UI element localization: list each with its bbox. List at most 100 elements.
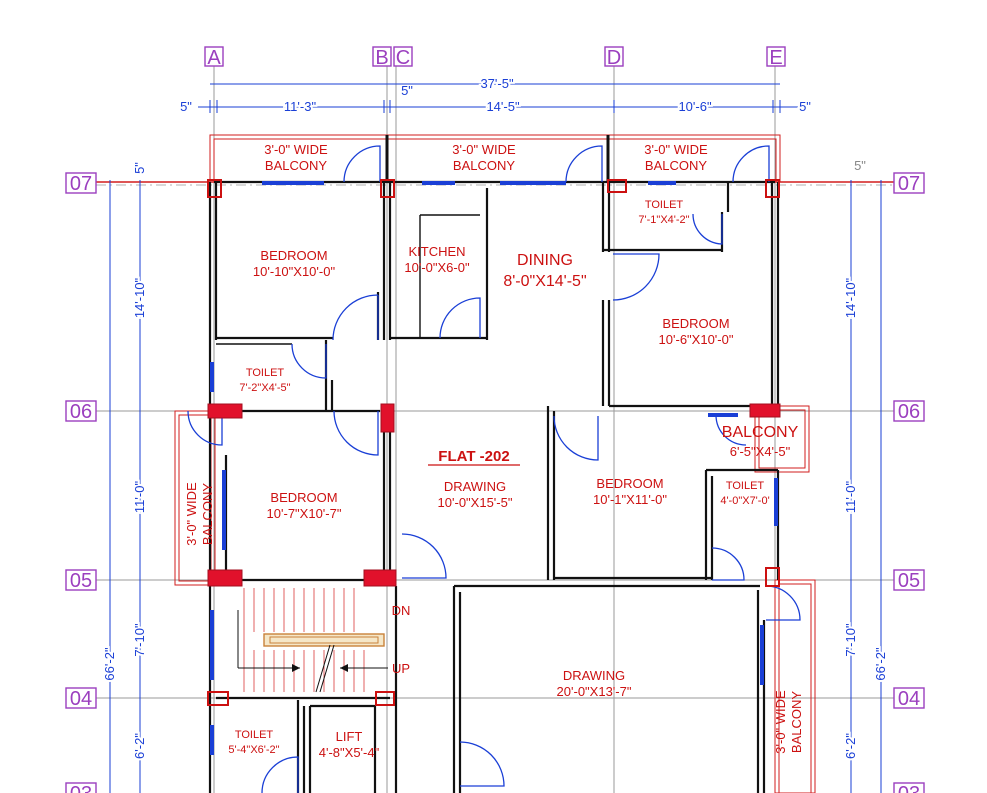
bubble-c xyxy=(393,46,413,67)
door-toilet-3 xyxy=(711,547,745,581)
left-overall-dim: 66'-2" xyxy=(102,647,117,681)
column-a07 xyxy=(207,179,222,198)
window-8 xyxy=(210,725,214,755)
flat-label: FLAT -202 xyxy=(438,448,509,465)
right-overall-dim: 66'-2" xyxy=(873,647,888,681)
bubble-06-right xyxy=(893,400,925,422)
side-dimensions: 14'-10" 11'-0" 7'-10" 6'-2" 66'-2" 5" 14… xyxy=(100,158,890,793)
window-11 xyxy=(708,413,738,417)
bedroom-4-name: BEDROOM xyxy=(596,476,663,491)
drawing-1-size: 10'-0"X15'-5" xyxy=(438,495,513,510)
bubble-03-right xyxy=(893,782,925,793)
door-right-balcony xyxy=(765,585,801,621)
column-c05 xyxy=(363,569,397,587)
bubble-03-left-label: 03 xyxy=(70,783,92,793)
balcony-3-line1: 3'-0" WIDE xyxy=(644,142,708,157)
windows xyxy=(210,181,778,755)
bubble-07-right xyxy=(893,172,925,194)
dim-seg-6: 5" xyxy=(799,99,811,114)
small-balcony-rect xyxy=(754,405,810,473)
dim-seg-3: 5" xyxy=(401,83,413,98)
balcony-3-line2: BALCONY xyxy=(645,158,707,173)
balcony-4-name: BALCONY xyxy=(722,424,799,441)
stair-arrowhead-2 xyxy=(292,664,300,672)
left-dim-2: 11'-0" xyxy=(132,481,147,514)
bubble-05-left xyxy=(65,569,97,591)
door-toilet-1 xyxy=(692,213,723,245)
bedroom-1-size: 10'-10"X10'-0" xyxy=(253,264,336,279)
window-10 xyxy=(760,625,764,685)
right-dim-1: 14'-10" xyxy=(843,277,858,318)
door-dining-bed2 xyxy=(612,253,660,301)
bedroom-3-name: BEDROOM xyxy=(270,490,337,505)
window-4 xyxy=(648,181,676,185)
bubble-04-left-label: 04 xyxy=(70,688,92,710)
drawing-2-size: 20'-0"X13'-7" xyxy=(557,684,632,699)
toilet-1-size: 7'-1"X4'-2" xyxy=(638,214,689,226)
columns xyxy=(207,179,781,706)
doors xyxy=(187,145,801,793)
kitchen-size: 10'-0"X6-0" xyxy=(404,260,470,275)
window-3 xyxy=(500,181,566,185)
toilet-4-size: 5'-4"X6'-2" xyxy=(228,744,279,756)
lift-name: LIFT xyxy=(336,729,363,744)
window-5 xyxy=(210,362,214,392)
dim-seg-2: 11'-3" xyxy=(284,99,317,114)
overall-width-dim: 37'-5" xyxy=(480,76,514,91)
toilet-3-name: TOILET xyxy=(726,480,765,492)
stair-break-line xyxy=(315,644,331,693)
bubble-05-right xyxy=(893,569,925,591)
column-e05 xyxy=(765,567,780,587)
balcony-2-line1: 3'-0" WIDE xyxy=(452,142,516,157)
door-toilet-4 xyxy=(261,756,299,793)
bubble-06-left-label: 06 xyxy=(70,401,92,423)
door-kitchen xyxy=(439,297,481,339)
toilet-2-size: 7'-2"X4'-5" xyxy=(239,382,290,394)
toilet-4-name: TOILET xyxy=(235,729,274,741)
column-a06 xyxy=(207,403,243,419)
window-7 xyxy=(210,610,214,680)
stair-landing-rail-inner xyxy=(269,636,379,644)
dim-seg-4: 14'-5" xyxy=(486,99,520,114)
right-offset-dim: 5" xyxy=(854,158,866,173)
door-left-balcony xyxy=(187,410,223,446)
window-6 xyxy=(222,470,226,550)
right-balcony-line2: BALCONY xyxy=(789,691,804,753)
bubble-07-right-label: 07 xyxy=(898,173,920,195)
row-bubbles: 07 07 06 06 05 05 04 04 03 03 xyxy=(65,172,925,793)
bubble-06-left xyxy=(65,400,97,422)
balcony-4-size: 6'-5"X4'-5" xyxy=(730,444,791,459)
balcony-1-line1: 3'-0" WIDE xyxy=(264,142,328,157)
lift-size: 4'-8"X5'-4" xyxy=(319,745,380,760)
bubble-04-right xyxy=(893,687,925,709)
column-c06 xyxy=(380,403,395,433)
left-balcony-rect xyxy=(174,410,216,586)
bubble-05-left-label: 05 xyxy=(70,570,92,592)
left-dim-3: 7'-10" xyxy=(132,623,147,657)
left-offset-dim: 5" xyxy=(132,162,147,174)
bubble-a-label: A xyxy=(207,47,221,69)
bedroom-2-size: 10'-6"X10'-0" xyxy=(659,332,734,347)
bubble-06-right-label: 06 xyxy=(898,401,920,423)
dining-name: DINING xyxy=(517,252,573,269)
column-a04 xyxy=(207,691,229,706)
dining-size: 8'-0"X14'-5" xyxy=(503,273,586,290)
bubble-b-label: B xyxy=(375,47,388,69)
column-d07 xyxy=(607,179,627,193)
left-balcony-line1: 3'-0" WIDE xyxy=(184,482,199,546)
door-toilet-2 xyxy=(291,343,327,379)
door-small-balcony xyxy=(715,414,747,446)
bubble-a xyxy=(204,46,224,67)
door-bedroom-4 xyxy=(553,415,599,461)
right-dim-2: 11'-0" xyxy=(843,481,858,514)
door-balcony-1 xyxy=(343,145,381,183)
bedroom-3-size: 10'-7"X10'-7" xyxy=(267,506,342,521)
bubble-04-left xyxy=(65,687,97,709)
column-e06 xyxy=(749,403,781,418)
right-dim-3: 7'-10" xyxy=(843,623,858,657)
dim-seg-1: 5" xyxy=(180,99,192,114)
toilet-3-size: 4'-0"X7'-0' xyxy=(720,495,769,507)
bubble-d xyxy=(604,46,624,67)
stair-dn-label: DN xyxy=(392,603,411,618)
